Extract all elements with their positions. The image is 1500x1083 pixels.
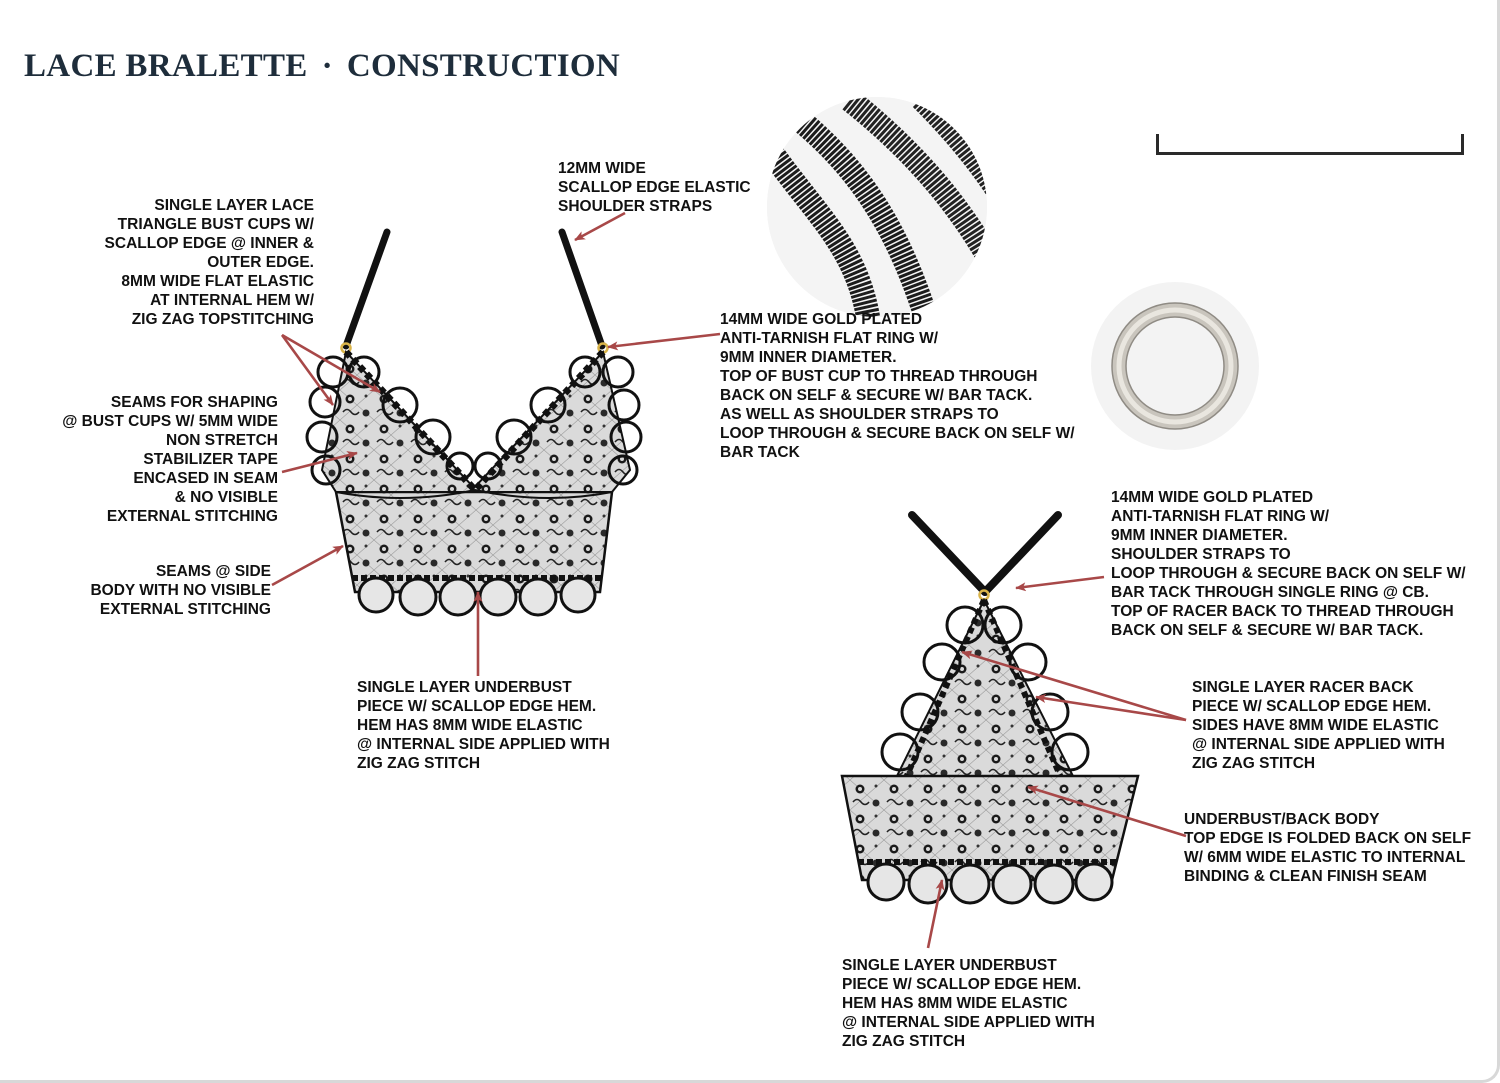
callout-arrows — [271, 211, 1187, 949]
scale-bracket — [1156, 134, 1464, 155]
title-separator: · — [321, 48, 333, 84]
callout-back-body: UNDERBUST/BACK BODY TOP EDGE IS FOLDED B… — [1184, 811, 1472, 885]
callout-back-gold-ring: 14MM WIDE GOLD PLATED ANTI-TARNISH FLAT … — [1111, 489, 1466, 639]
front-bralette-sketch — [305, 228, 643, 617]
callout-racer-back: SINGLE LAYER RACER BACK PIECE W/ SCALLOP… — [1192, 679, 1445, 772]
strap-swatch-photo — [767, 97, 987, 317]
callout-bust-cups: SINGLE LAYER LACE TRIANGLE BUST CUPS W/ … — [104, 197, 314, 328]
gold-ring-photo — [1091, 282, 1259, 450]
callout-front-gold-ring: 14MM WIDE GOLD PLATED ANTI-TARNISH FLAT … — [720, 311, 1075, 461]
callout-shaping-seams: SEAMS FOR SHAPING @ BUST CUPS W/ 5MM WID… — [62, 394, 278, 525]
title-section: CONSTRUCTION — [346, 48, 621, 84]
callout-shoulder-straps: 12MM WIDE SCALLOP EDGE ELASTIC SHOULDER … — [558, 160, 751, 215]
callout-front-underbust: SINGLE LAYER UNDERBUST PIECE W/ SCALLOP … — [357, 679, 610, 772]
page-title: LACE BRALETTE · CONSTRUCTION — [24, 48, 620, 85]
back-bralette-sketch — [840, 511, 1140, 905]
callout-back-underbust: SINGLE LAYER UNDERBUST PIECE W/ SCALLOP … — [842, 957, 1095, 1050]
title-garment: LACE BRALETTE — [24, 48, 308, 84]
callout-side-seams: SEAMS @ SIDE BODY WITH NO VISIBLE EXTERN… — [90, 563, 271, 618]
